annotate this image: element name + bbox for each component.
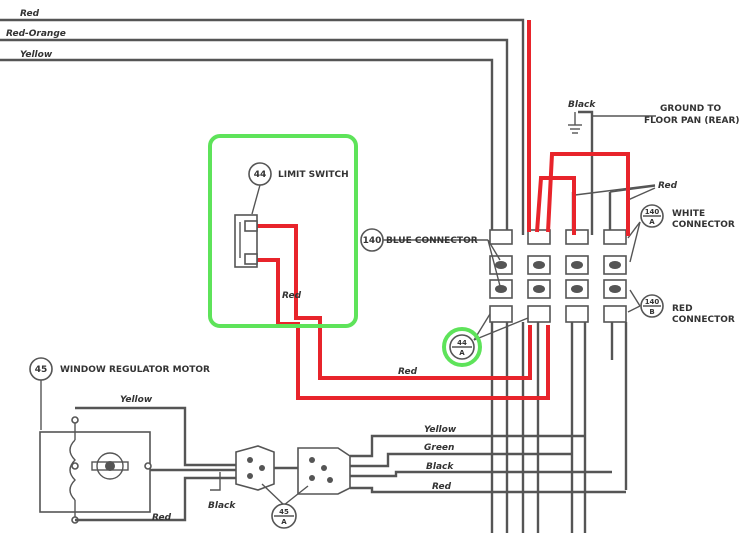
wire-label-red-bus: Red [432, 482, 452, 492]
top-feed-wires [0, 18, 525, 235]
wire-label-yellow-top: Yellow [20, 50, 53, 60]
white-connector-label-2: CONNECTOR [672, 220, 735, 230]
wire-label-green-bus: Green [424, 443, 454, 453]
wire-label-red-top: Red [20, 9, 40, 19]
callout-44-limit: 44 [254, 170, 267, 180]
wire-label-red-mid: Red [398, 367, 418, 377]
callout-140a-number: 140 [645, 208, 660, 216]
callout-140-blue-badge [360, 228, 384, 252]
wire-label-red-orange-top: Red-Orange [6, 29, 66, 39]
window-motor-label: WINDOW REGULATOR MOTOR [60, 365, 210, 375]
red-connector-label-1: RED [672, 304, 693, 314]
ground-label-line2: FLOOR PAN (REAR) [644, 116, 740, 126]
callout-140a-letter: A [649, 218, 655, 226]
wire-label-black-motor: Black [208, 501, 236, 511]
callout-140-blue: 140 [363, 236, 382, 246]
red-connector-label-2: CONNECTOR [672, 315, 735, 325]
callout-140b-letter: B [649, 308, 654, 316]
window-regulator-motor [39, 416, 152, 524]
callout-45a-letter: A [281, 518, 287, 526]
limit-switch [234, 162, 272, 268]
wire-label-red-right: Red [658, 181, 678, 191]
wire-label-yellow-motor: Yellow [120, 395, 153, 405]
inline-connector-45a [235, 445, 351, 495]
blue-connector [489, 229, 551, 323]
white-connector [565, 229, 627, 323]
callout-45: 45 [35, 365, 48, 375]
callout-44a-badge [442, 327, 482, 367]
lower-bus-wires [490, 322, 628, 533]
blue-connector-label: BLUE CONNECTOR [386, 236, 478, 246]
callout-44a-number: 44 [457, 339, 467, 347]
ground-label-line1: GROUND TO [660, 104, 722, 114]
ground-wire [568, 110, 656, 235]
limit-switch-highlight-box [208, 134, 358, 328]
wire-label-red-limit: Red [282, 291, 302, 301]
connector-leaders [382, 221, 641, 341]
wire-label-black-bus: Black [426, 462, 454, 472]
motor-wires [75, 406, 240, 522]
callout-140a-badge [640, 204, 664, 228]
wire-label-yellow-bus: Yellow [424, 425, 457, 435]
wire-label-black-ground: Black [568, 100, 596, 110]
callout-45a-badge [261, 483, 309, 529]
horizontal-bus-wires [350, 434, 626, 494]
callout-140b-badge [640, 294, 664, 318]
callout-45a-number: 45 [279, 508, 289, 516]
callout-140b-number: 140 [645, 298, 660, 306]
callout-45-badge [29, 357, 53, 430]
limit-switch-label: LIMIT SWITCH [278, 170, 349, 180]
wire-label-red-motor: Red [152, 513, 172, 523]
white-connector-label-1: WHITE [672, 209, 705, 219]
callout-44a-letter: A [459, 349, 465, 357]
